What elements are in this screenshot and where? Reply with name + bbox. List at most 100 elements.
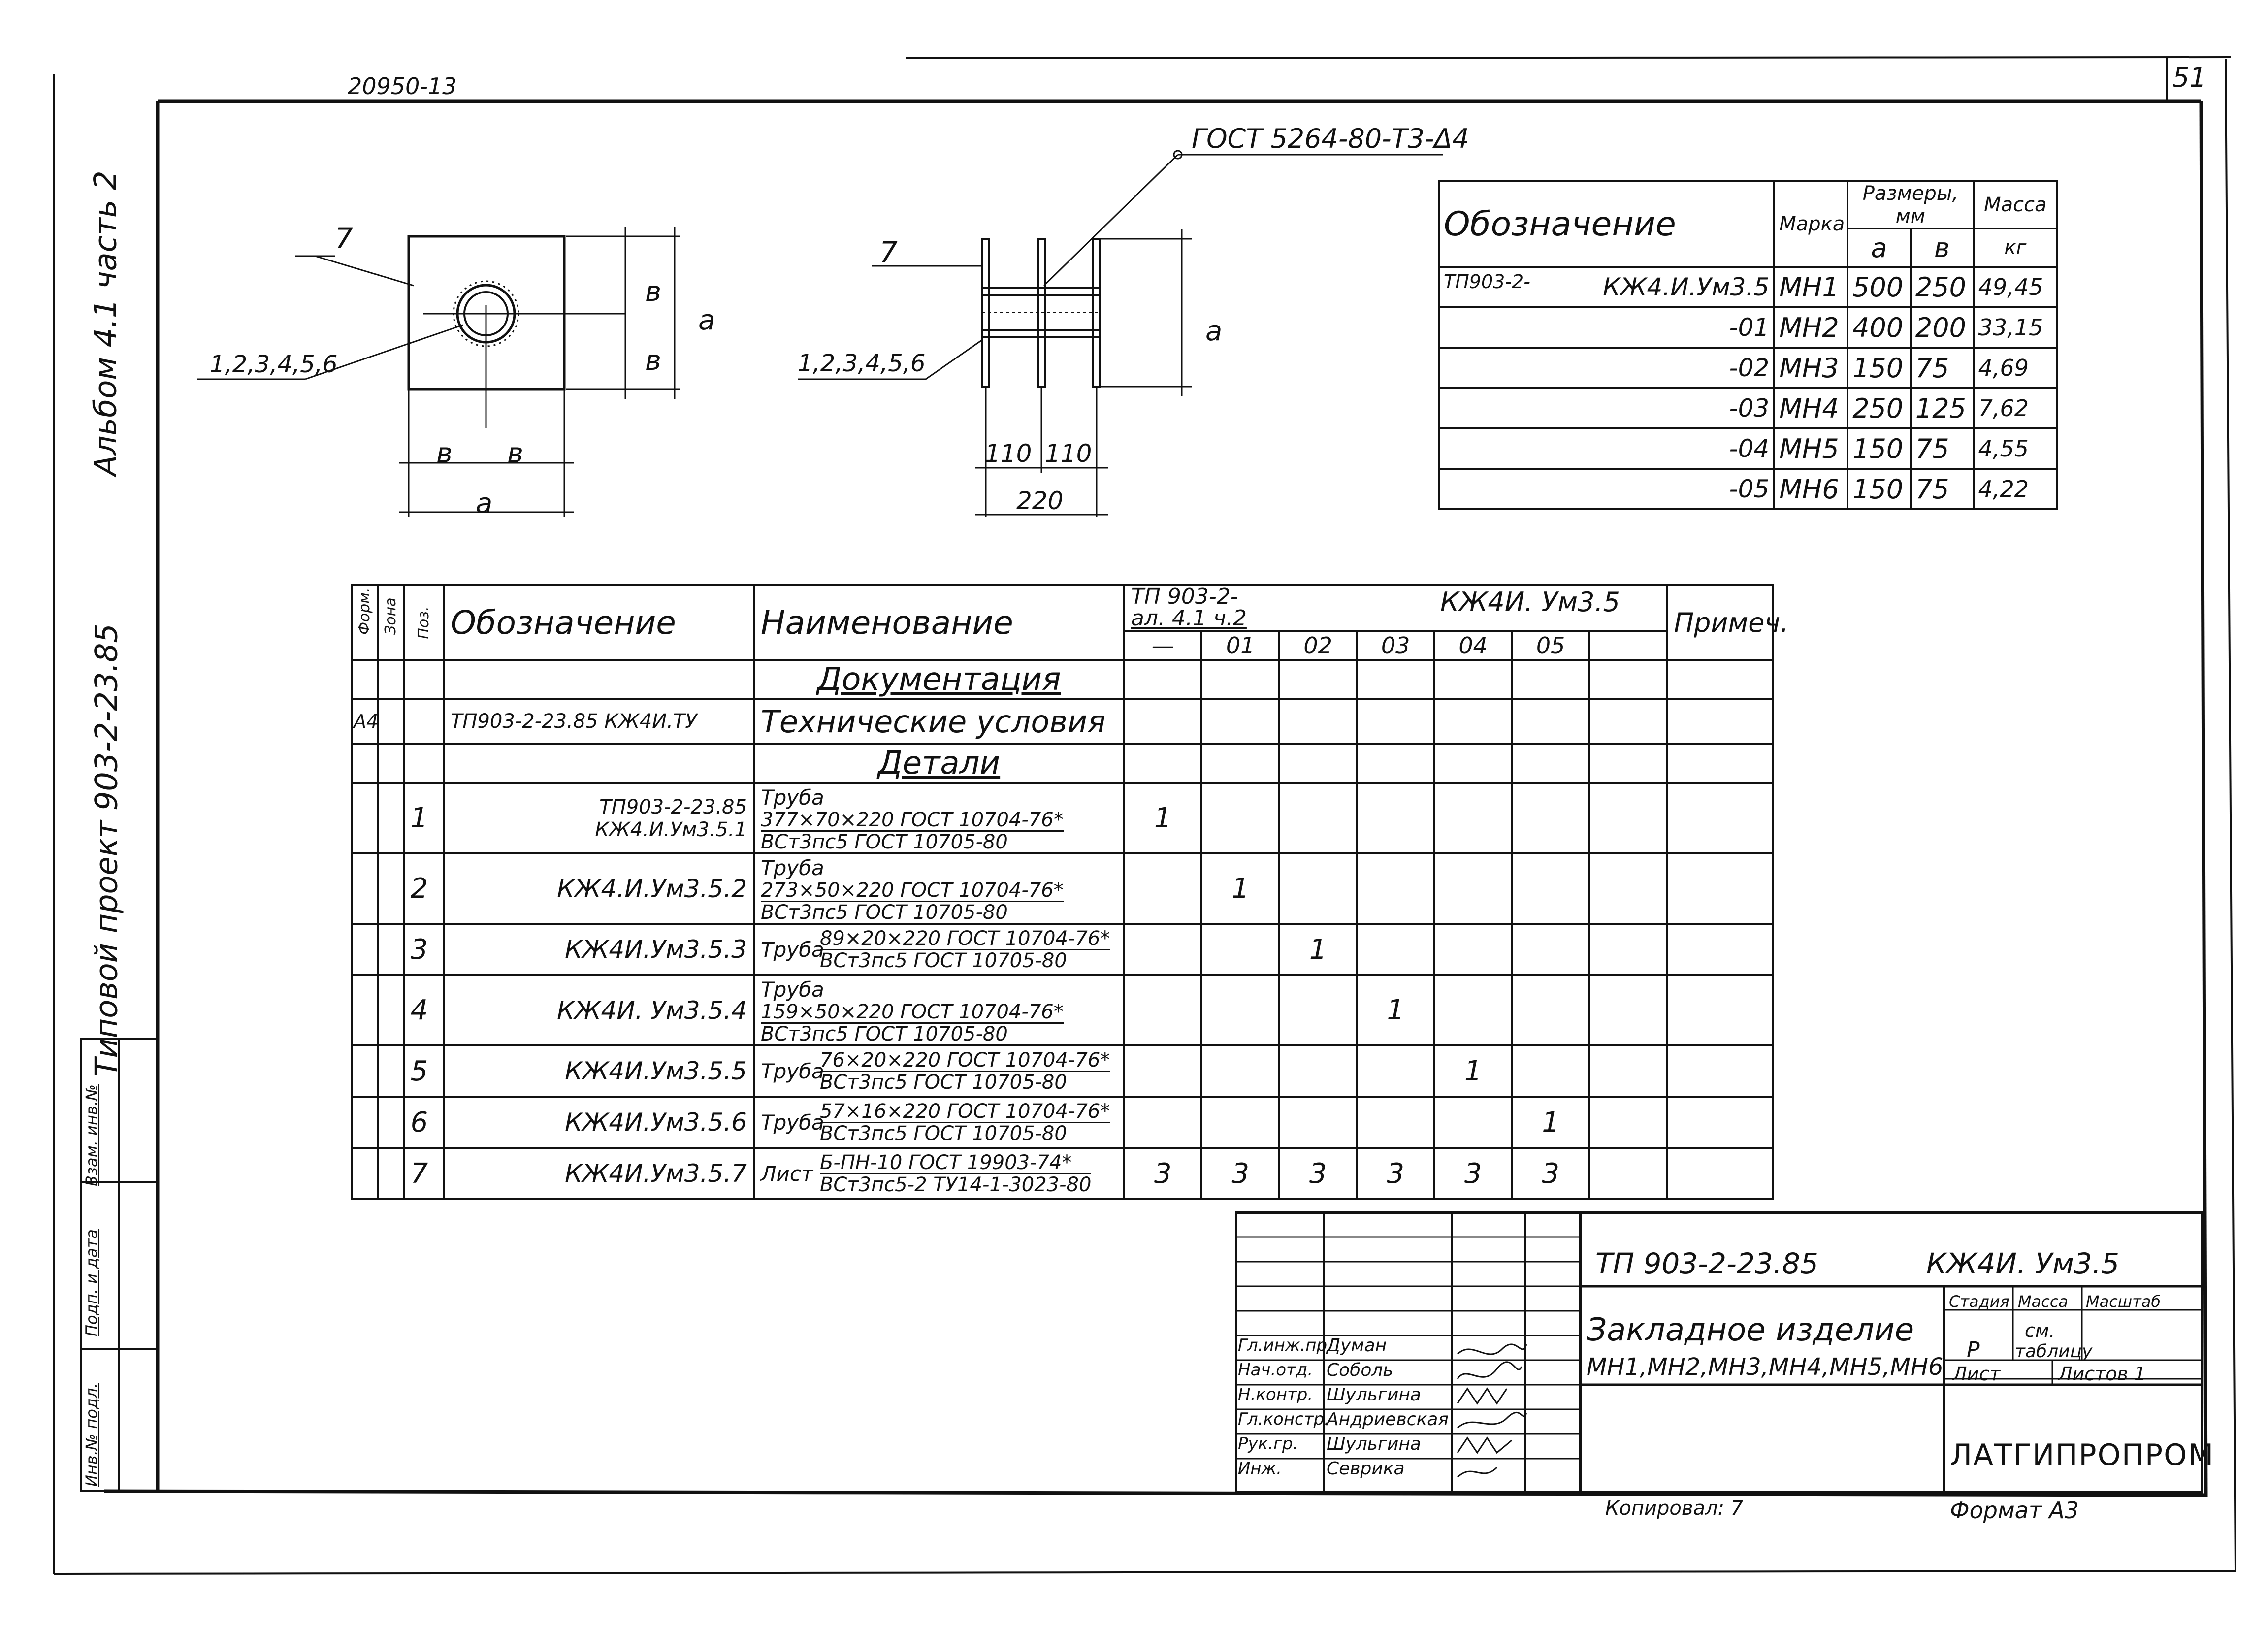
dims-designation: -01 — [1729, 313, 1770, 342]
spec-item-material: ВСт3пс5 ГОСТ 10705-80 — [760, 831, 1008, 853]
plan-callout-parts: 1,2,3,4,5,6 — [210, 351, 338, 378]
spec-cell-designation: КЖ4И.Ум3.5.3 — [442, 923, 755, 976]
dims-cell-designation: -05 — [1437, 468, 1776, 510]
spec-variant-03: 03 — [1356, 630, 1435, 661]
signature-name: Соболь — [1327, 1360, 1393, 1380]
spec-item-type: Лист — [760, 1161, 813, 1186]
plan-dim-a-bottom: а — [476, 488, 493, 520]
spec-item-type: Труба — [760, 785, 824, 810]
dims-header-mass: Масса — [1972, 180, 2059, 229]
spec-doc-designation: ТП903-2-23.85 КЖ4И.ТУ — [442, 698, 755, 745]
dims-designation: -03 — [1729, 394, 1770, 423]
spec-cell-qty: 1 — [1278, 923, 1358, 976]
spec-item-type: Труба — [760, 937, 824, 962]
title-sheet-label: Лист — [1953, 1363, 2001, 1385]
spec-cell-qty — [1511, 852, 1590, 925]
title-mass-label: Масса — [2018, 1292, 2069, 1311]
spec-item-size: Б-ПН-10 ГОСТ 19903-74* — [819, 1152, 1092, 1174]
spec-cell-qty: 3 — [1356, 1147, 1435, 1200]
spec-cell-qty — [1200, 974, 1280, 1046]
spec-cell-designation: КЖ4И. Ум3.5.4 — [442, 974, 755, 1046]
signature-name: Шульгина — [1327, 1385, 1421, 1405]
dims-cell-designation: ТП903-2-КЖ4.И.Ум3.5 — [1437, 266, 1776, 308]
section-dim-220: 220 — [1016, 487, 1064, 515]
spec-cell-qty — [1123, 923, 1203, 976]
side-field-inv: Инв.№ подл. — [82, 1383, 101, 1487]
spec-header-group-doc: КЖ4И. Ум3.5 — [1440, 586, 1620, 618]
dims-cell-a: 500 — [1847, 266, 1912, 308]
spec-cell-qty — [1511, 923, 1590, 976]
spec-cell-qty — [1278, 852, 1358, 925]
dims-cell-mass: 7,62 — [1972, 387, 2059, 429]
spec-doc-name: Технические условия — [752, 698, 1125, 745]
side-field-replace: Взам. инв.№ — [82, 1084, 101, 1186]
plan-dim-b-left: в — [436, 437, 453, 469]
dims-cell-mark: МН1 — [1773, 266, 1849, 308]
spec-cell-designation: КЖ4И.Ум3.5.5 — [442, 1044, 755, 1098]
spec-cell-qty — [1356, 1096, 1435, 1149]
dims-designation: -02 — [1729, 354, 1770, 382]
plan-callout-sheet: 7 — [335, 222, 353, 255]
spec-variant-01: 01 — [1200, 630, 1280, 661]
dims-cell-designation: -02 — [1437, 347, 1776, 389]
spec-cell-qty — [1123, 852, 1203, 925]
spec-cell-qty — [1511, 782, 1590, 854]
spec-item-type: Труба — [760, 1110, 824, 1135]
plan-dim-b-right: в — [507, 437, 524, 469]
spec-cell-pos: 6 — [402, 1096, 445, 1149]
title-stage-label: Стадия — [1949, 1292, 2009, 1311]
section-view-drawing — [798, 150, 1443, 517]
spec-item-type: Труба — [760, 856, 824, 880]
spec-item-material: ВСт3пс5-2 ТУ14-1-3023-80 — [819, 1173, 1092, 1196]
dims-cell-mass: 33,15 — [1972, 306, 2059, 349]
spec-cell-qty — [1356, 923, 1435, 976]
dims-cell-mark: МН6 — [1773, 468, 1849, 510]
spec-header-designation: Обозначение — [442, 584, 755, 661]
plan-view-drawing — [197, 227, 680, 517]
spec-item-size: 159×50×220 ГОСТ 10704-76* — [760, 1001, 1064, 1024]
dims-header-mark: Марка — [1773, 180, 1849, 268]
spec-doc-format: А4 — [351, 698, 379, 745]
spec-cell-pos: 3 — [402, 923, 445, 976]
spec-item-type: Труба — [760, 1059, 824, 1083]
spec-variant-05: 05 — [1511, 630, 1590, 661]
title-scale-label: Масштаб — [2086, 1292, 2161, 1311]
title-project-code: ТП 903-2-23.85 — [1595, 1247, 1818, 1280]
spec-cell-qty: 3 — [1200, 1147, 1280, 1200]
spec-item-size: 57×16×220 ГОСТ 10704-76* — [819, 1100, 1110, 1123]
spec-cell-qty — [1433, 782, 1513, 854]
dims-cell-a: 250 — [1847, 387, 1912, 429]
spec-cell-qty — [1278, 1096, 1358, 1149]
dims-cell-mark: МН3 — [1773, 347, 1849, 389]
signature-role: Гл.констр. — [1238, 1409, 1329, 1429]
dims-designation: -04 — [1729, 434, 1770, 463]
dims-header-mass-unit: кг — [1972, 228, 2059, 268]
spec-cell-pos: 5 — [402, 1044, 445, 1098]
dims-header-a: а — [1847, 228, 1912, 268]
spec-cell-qty — [1511, 1044, 1590, 1098]
spec-cell-qty — [1123, 1044, 1203, 1098]
dims-cell-b: 125 — [1909, 387, 1975, 429]
spec-cell-qty — [1433, 974, 1513, 1046]
spec-item-material: ВСт3пс5 ГОСТ 10705-80 — [819, 1122, 1067, 1145]
spec-item-material: ВСт3пс5 ГОСТ 10705-80 — [760, 901, 1008, 924]
signature-name: Шульгина — [1327, 1434, 1421, 1454]
signature-role: Н.контр. — [1238, 1385, 1313, 1404]
footer-format: Формат А3 — [1950, 1497, 2079, 1524]
dims-designation-prefix: ТП903-2- — [1444, 271, 1530, 293]
spec-item-material: ВСт3пс5 ГОСТ 10705-80 — [760, 1023, 1008, 1045]
spec-variant-02: 02 — [1278, 630, 1358, 661]
dims-cell-mass: 4,55 — [1972, 427, 2059, 470]
title-sheets-label: Листов 1 — [2058, 1363, 2146, 1385]
title-block-grid — [1235, 1211, 2203, 1494]
spec-cell-qty: 3 — [1511, 1147, 1590, 1200]
dims-cell-a: 150 — [1847, 347, 1912, 389]
side-project-label: Типовой проект 903-2-23.85 — [88, 623, 125, 1077]
